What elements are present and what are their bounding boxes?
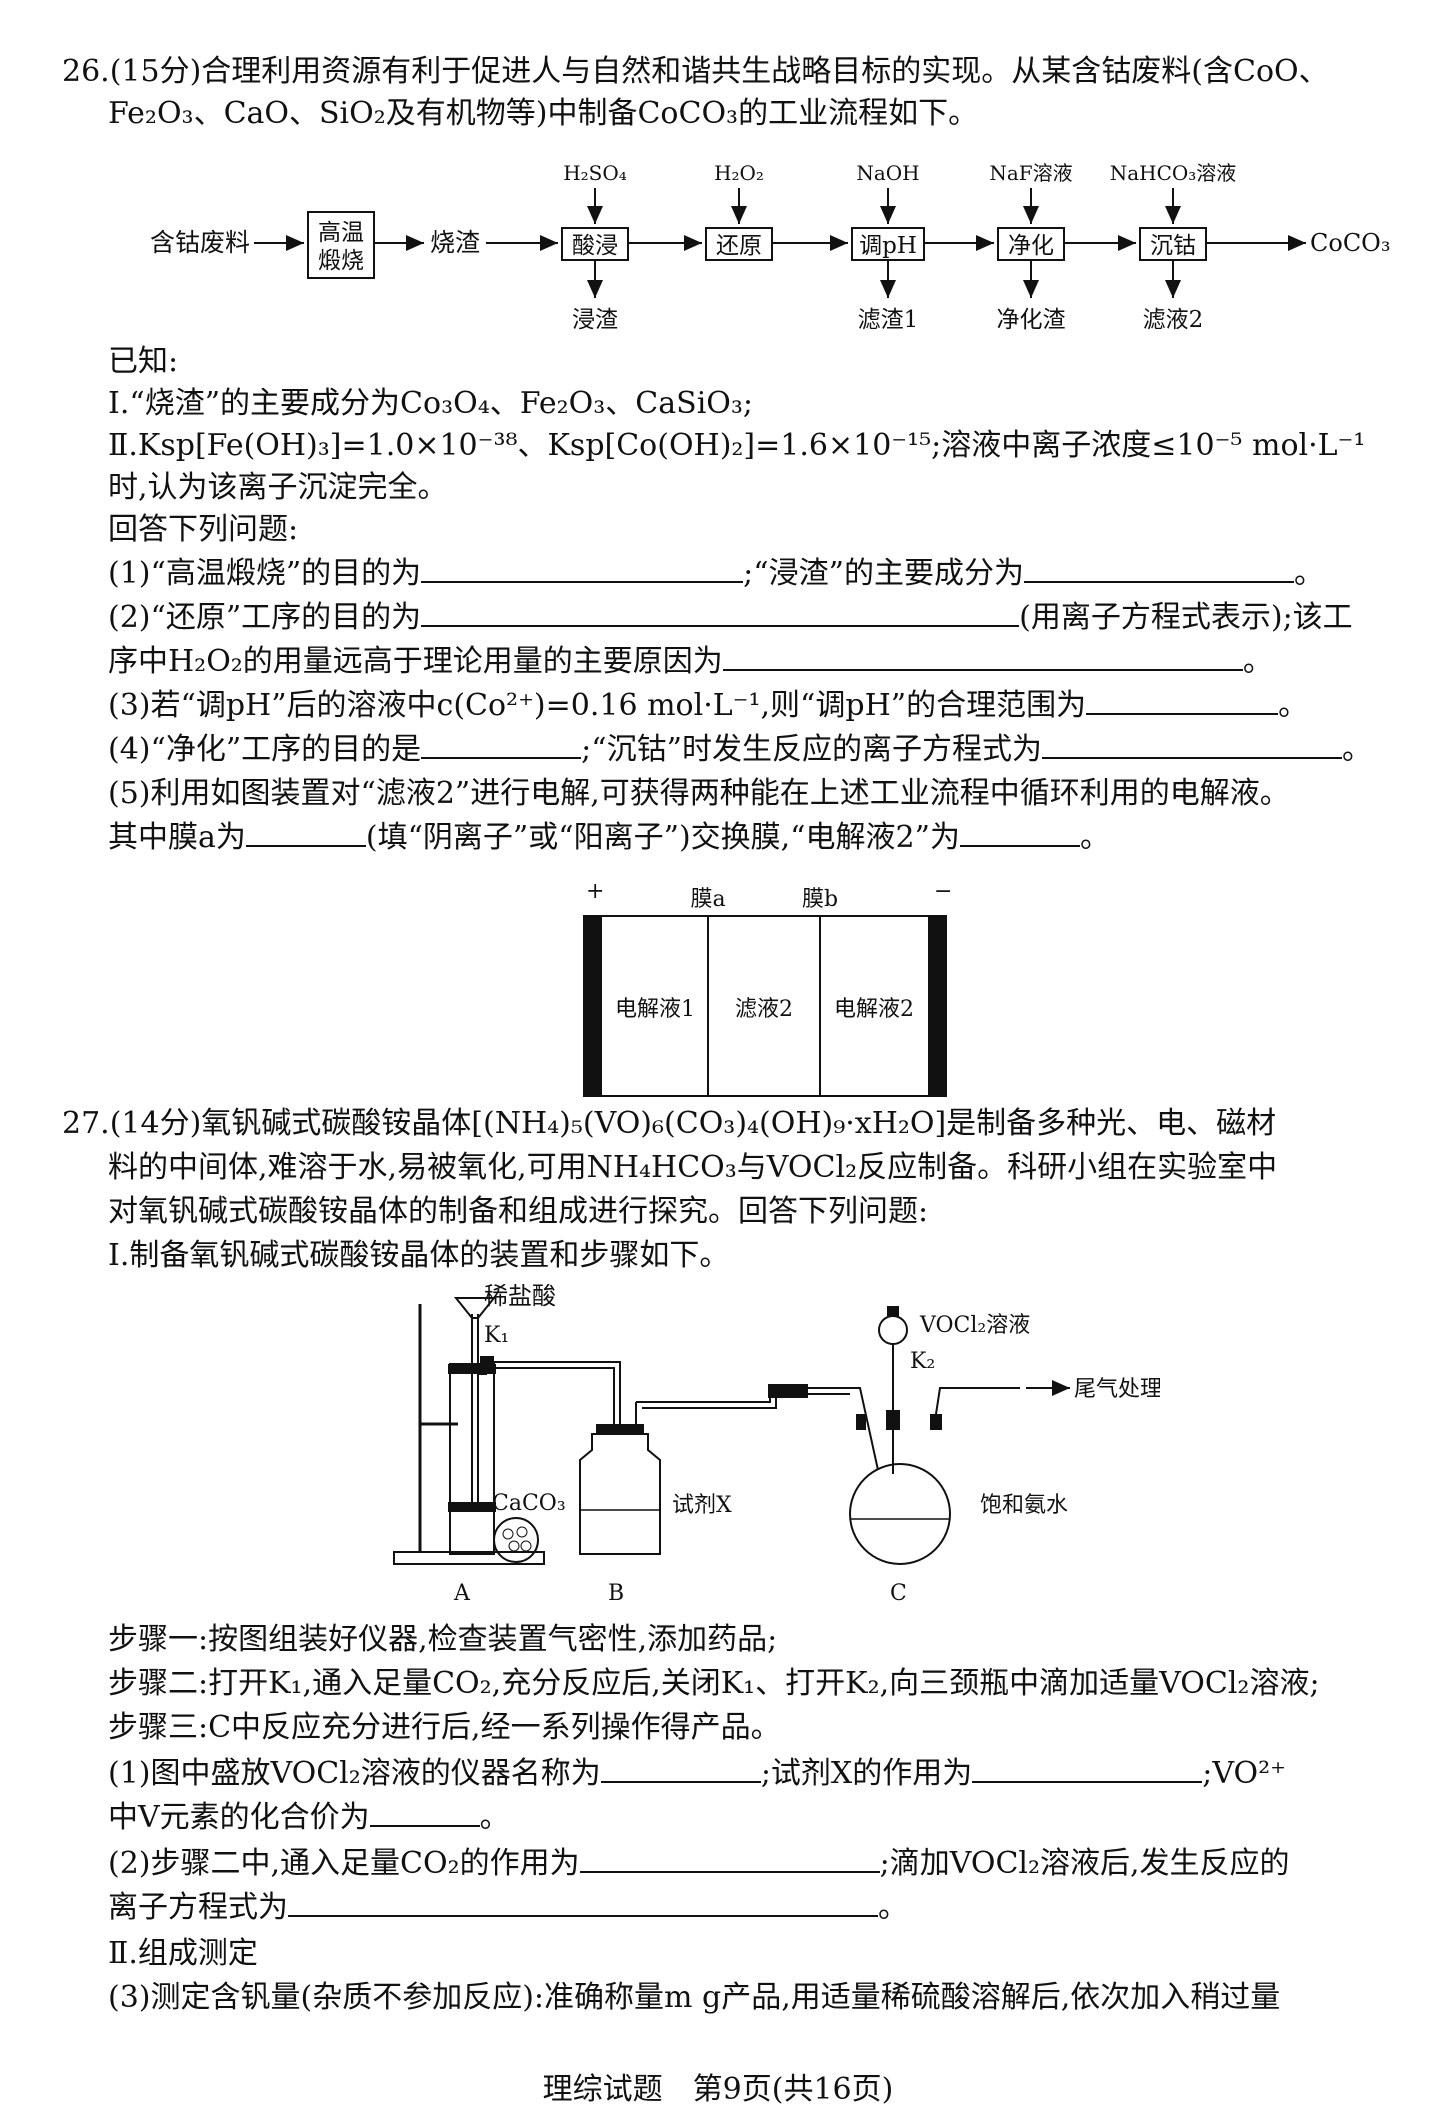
known-2: Ⅱ.Ksp[Fe(OH)₃]=1.0×10⁻³⁸、Ksp[Co(OH)₂]=1.… — [108, 428, 1366, 463]
known-2-cont: 时,认为该离子沉淀完全。 — [108, 470, 448, 505]
answer-blank[interactable] — [600, 1755, 761, 1783]
anode-plus: + — [586, 879, 604, 904]
answer-blank[interactable] — [1041, 731, 1342, 759]
membrane-b-label: 膜b — [802, 887, 838, 912]
q27-sub2-cont: 离子方程式为。 — [108, 1889, 908, 1925]
compartment-electrolyte1: 电解液1 — [615, 997, 695, 1022]
flow-box1-bottom: 煅烧 — [318, 248, 364, 274]
q26-sub2: (2)“还原”工序的目的为(用离子方程式表示);该工 — [108, 599, 1353, 635]
answer-blank[interactable] — [579, 1845, 880, 1873]
flow-box1-top: 高温 — [318, 220, 364, 246]
answer-blank[interactable] — [972, 1755, 1203, 1783]
answer-blank[interactable] — [421, 731, 582, 759]
step-2: 步骤二:打开K₁,通入足量CO₂,充分反应后,关闭K₁、打开K₂,向三颈瓶中滴加… — [108, 1666, 1320, 1701]
hcl-label: 稀盐酸 — [484, 1284, 556, 1310]
k1-label: K₁ — [484, 1323, 509, 1348]
flow-mid: 烧渣 — [430, 228, 480, 257]
q26-sub3: (3)若“调pH”后的溶液中c(Co²⁺)=0.16 mol·L⁻¹,则“调pH… — [108, 687, 1309, 723]
process-flow-diagram: 含钴废料 高温 煅烧 烧渣 酸浸 H₂SO₄ 浸渣 还原 H₂O₂ 调pH Na… — [150, 161, 1390, 333]
q26-sub5: (5)利用如图装置对“滤液2”进行电解,可获得两种能在上述工业流程中循环利用的电… — [108, 776, 1290, 811]
tail-gas-label: 尾气处理 — [1074, 1377, 1160, 1402]
compartment-filtrate2: 滤液2 — [735, 997, 793, 1022]
calcination-box — [307, 211, 375, 279]
q26-sub2-cont: 序中H₂O₂的用量远高于理论用量的主要原因为。 — [108, 643, 1273, 679]
flow-output-filter-residue1: 滤渣1 — [858, 307, 919, 333]
cathode-electrode — [928, 916, 946, 1096]
label-c: C — [890, 1581, 907, 1606]
cathode-minus: − — [934, 879, 952, 904]
answer-blank[interactable] — [421, 555, 744, 583]
caco3-label: CaCO₃ — [492, 1491, 566, 1516]
q27-sub2: (2)步骤二中,通入足量CO₂的作用为;滴加VOCl₂溶液后,发生反应的 — [108, 1845, 1290, 1881]
flow-reagent-h2o2: H₂O₂ — [714, 161, 764, 185]
reagent-x-label: 试剂X — [672, 1493, 732, 1518]
q27-line1: 27.(14分)氧钒碱式碳酸铵晶体[(NH₄)₅(VO)₆(CO₃)₄(OH)₉… — [62, 1106, 1277, 1141]
flow-product: CoCO₃ — [1310, 229, 1390, 257]
answer-blank[interactable] — [245, 819, 366, 847]
label-a: A — [453, 1581, 471, 1606]
compartment-electrolyte2: 电解液2 — [834, 997, 914, 1022]
flow-reagent-naf: NaF溶液 — [989, 161, 1072, 185]
answer-blank[interactable] — [369, 1799, 480, 1827]
flow-reagent-h2so4: H₂SO₄ — [563, 161, 627, 185]
q26-sub1: (1)“高温煅烧”的目的为;“浸渣”的主要成分为。 — [108, 555, 1324, 591]
page-footer: 理综试题 第9页(共16页) — [542, 2072, 894, 2107]
step-3: 步骤三:C中反应充分进行后,经一系列操作得产品。 — [108, 1710, 781, 1745]
flow-reagent-nahco3: NaHCO₃溶液 — [1110, 161, 1237, 185]
q26-sub5-cont: 其中膜a为(填“阴离子”或“阳离子”)交换膜,“电解液2”为。 — [108, 819, 1110, 855]
flow-start: 含钴废料 — [150, 228, 250, 257]
q27-part1: Ⅰ.制备氧钒碱式碳酸铵晶体的装置和步骤如下。 — [108, 1238, 730, 1273]
step-1: 步骤一:按图组装好仪器,检查装置气密性,添加药品; — [108, 1622, 778, 1657]
flow-output-filtrate2: 滤液2 — [1143, 307, 1204, 333]
flow-output-leach-residue: 浸渣 — [572, 307, 618, 333]
flow-step-reduction: 还原 — [716, 233, 762, 259]
q27-sub1: (1)图中盛放VOCl₂溶液的仪器名称为;试剂X的作用为;VO²⁺ — [108, 1755, 1286, 1791]
q26-sub4: (4)“净化”工序的目的是;“沉钴”时发生反应的离子方程式为。 — [108, 731, 1372, 767]
label-b: B — [608, 1581, 624, 1606]
q27-part2: Ⅱ.组成测定 — [108, 1936, 258, 1971]
known-1: Ⅰ.“烧渣”的主要成分为Co₃O₄、Fe₂O₃、CaSiO₃; — [108, 386, 754, 421]
flow-step-adjust-ph: 调pH — [859, 233, 917, 259]
q27-line3: 对氧钒碱式碳酸铵晶体的制备和组成进行探究。回答下列问题: — [108, 1194, 929, 1229]
q27-line2: 料的中间体,难溶于水,易被氧化,可用NH₄HCO₃与VOCl₂反应制备。科研小组… — [108, 1150, 1278, 1185]
answer-blank[interactable] — [288, 1889, 878, 1917]
answer-blank[interactable] — [959, 819, 1080, 847]
flow-step-cobalt-precipitation: 沉钴 — [1150, 233, 1196, 259]
flow-reagent-naoh: NaOH — [856, 161, 919, 185]
answer-prompt: 回答下列问题: — [108, 512, 299, 547]
q27-sub1-cont: 中V元素的化合价为。 — [108, 1799, 510, 1835]
answer-blank[interactable] — [421, 599, 1020, 627]
vocl2-label: VOCl₂溶液 — [919, 1313, 1030, 1338]
answer-blank[interactable] — [1086, 687, 1279, 715]
membrane-a-label: 膜a — [690, 887, 725, 912]
k2-label: K₂ — [910, 1349, 935, 1374]
anode-electrode — [584, 916, 602, 1096]
q27-sub3: (3)测定含钒量(杂质不参加反应):准确称量m g产品,用适量稀硫酸溶解后,依次… — [108, 1980, 1281, 2015]
q26-line2: Fe₂O₃、CaO、SiO₂及有机物等)中制备CoCO₃的工业流程如下。 — [108, 96, 979, 131]
known-title: 已知: — [108, 344, 179, 379]
flow-step-purification: 净化 — [1008, 233, 1054, 259]
ammonia-label: 饱和氨水 — [980, 1493, 1068, 1518]
flow-step-acid-leach: 酸浸 — [572, 233, 618, 259]
flow-output-purify-residue: 净化渣 — [997, 307, 1066, 333]
apparatus-diagram: 稀盐酸 K₁ CaCO₃ A 试剂X B VOCl₂溶液 K₂ — [393, 1284, 1160, 1606]
q26-header: 26.(15分)合理利用资源有利于促进人与自然和谐共生战略目标的实现。从某含钴废… — [62, 54, 1329, 89]
answer-blank[interactable] — [1023, 555, 1294, 583]
electrolysis-cell-diagram: + − 膜a 膜b 电解液1 滤液2 电解液2 — [583, 879, 952, 1097]
answer-blank[interactable] — [722, 643, 1243, 671]
